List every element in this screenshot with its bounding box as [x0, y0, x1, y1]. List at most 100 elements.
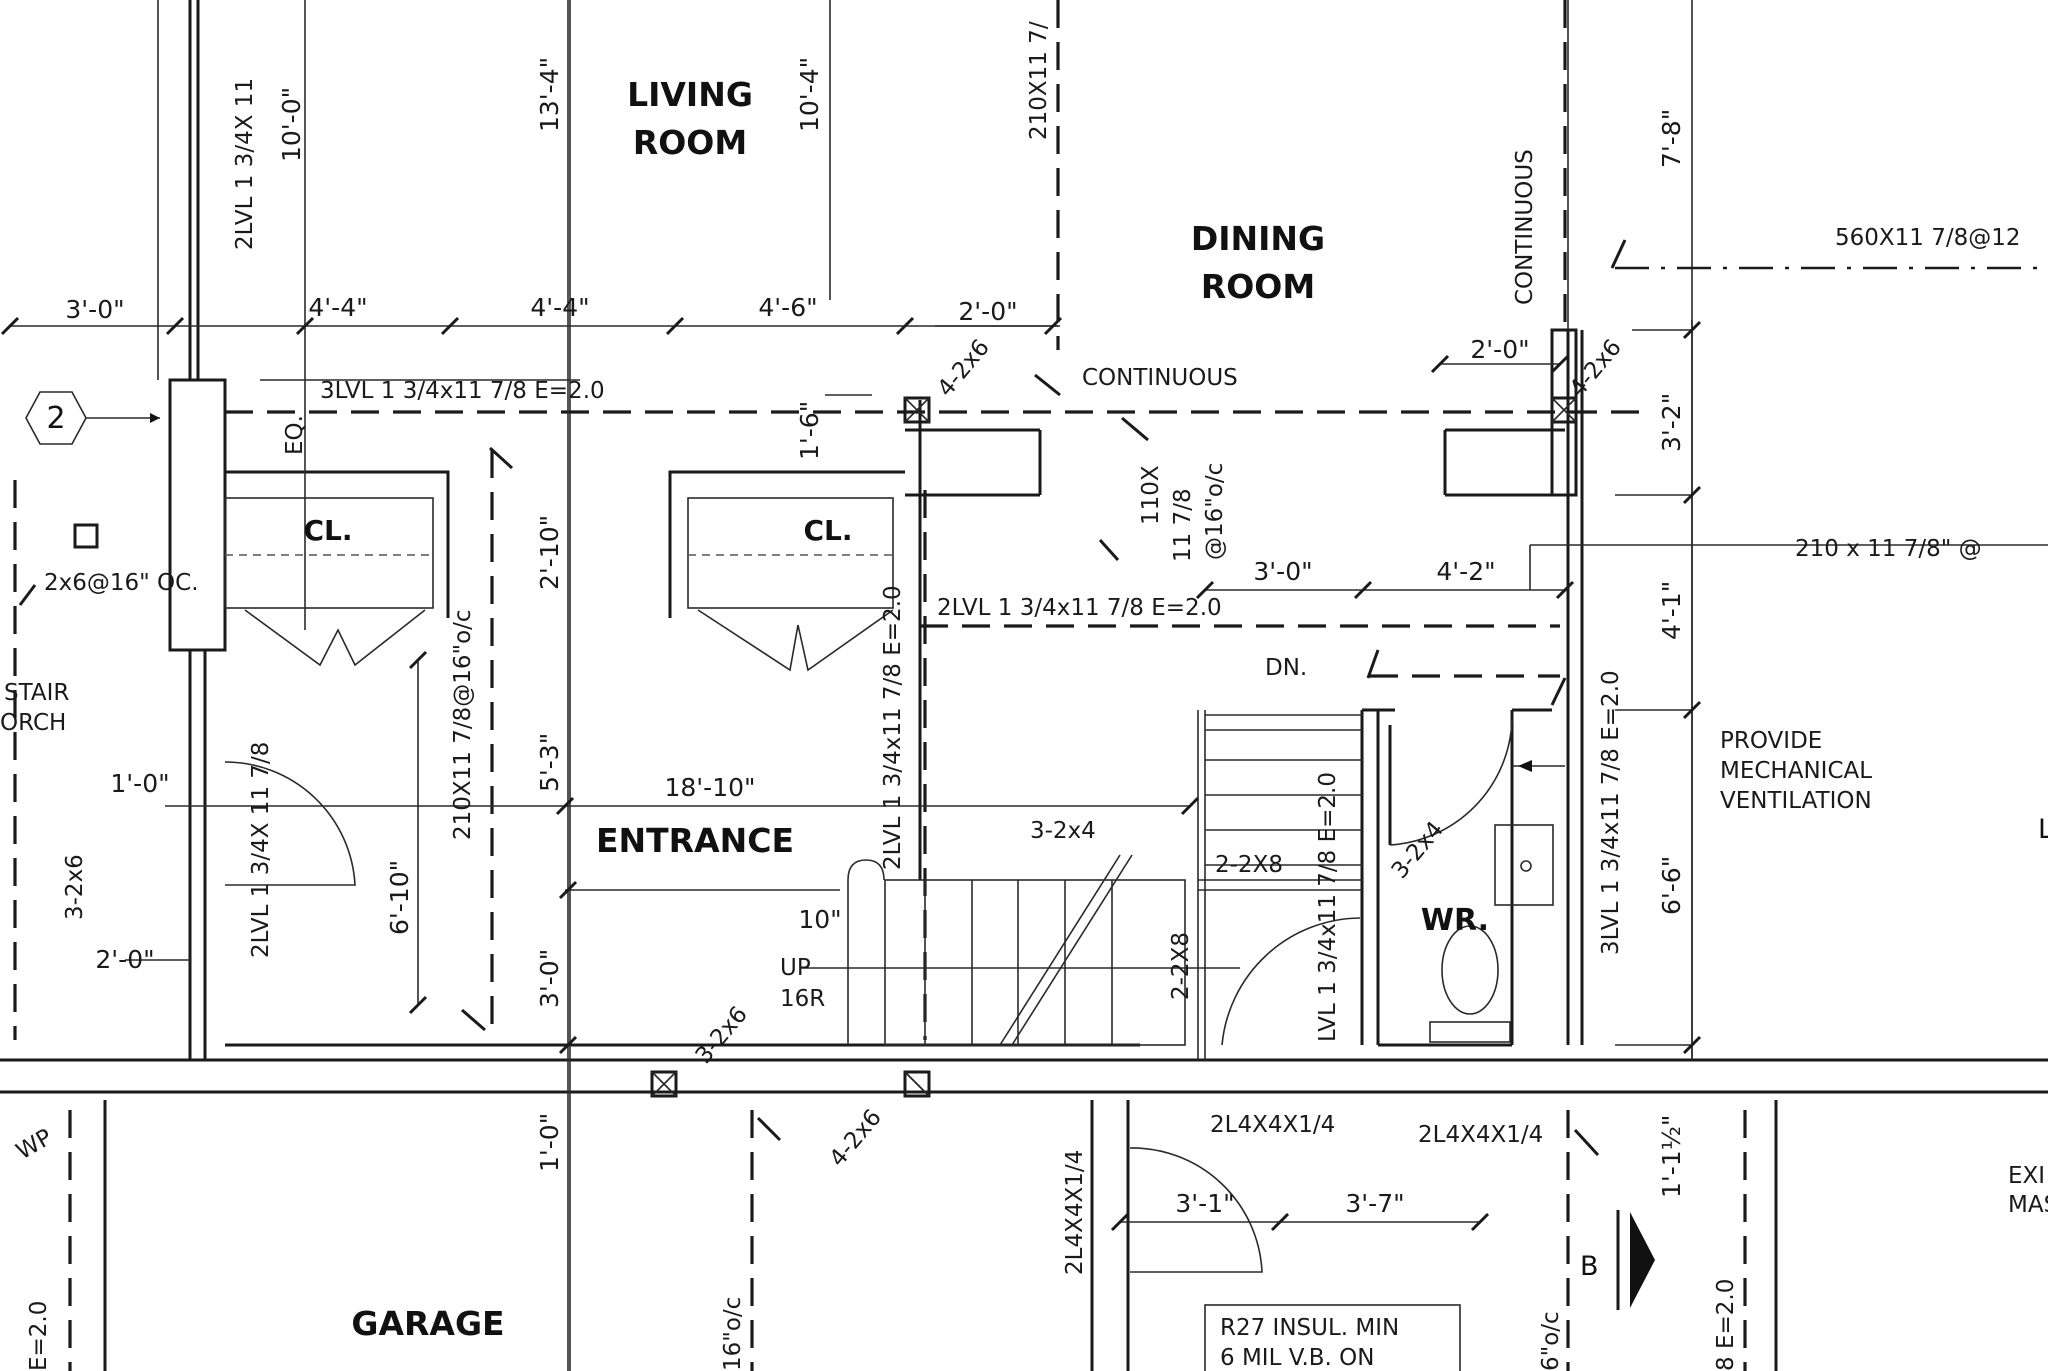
garage-label: GARAGE — [351, 1304, 504, 1343]
beam-110-label-3: @16"o/c — [1202, 463, 1228, 560]
dim-3-1: 3'-1" — [1175, 1189, 1234, 1218]
dim-1-0: 1'-0" — [110, 769, 169, 798]
dim-2-0-c: 2'-0" — [95, 945, 154, 974]
beam-2lvl-cl-v: 2LVL 1 3/4X 11 7/8 — [248, 742, 274, 958]
beam-210x11-v: 210X11 7/8@16"o/c — [450, 609, 476, 840]
porch-note: ORCH — [0, 710, 66, 736]
dim-10-4: 10'-4" — [795, 57, 824, 132]
dim-13-4: 13'-4" — [535, 57, 564, 132]
room-labels: LIVING ROOM DINING ROOM CL. CL. ENTRANCE… — [303, 75, 1489, 1343]
beam-210-label: 210 x 11 7/8" @ — [1795, 536, 1982, 562]
beam-labels: 3LVL 1 3/4x11 7/8 E=2.0 2LVL 1 3/4x11 7/… — [26, 21, 2021, 1371]
washroom-label: WR. — [1421, 903, 1489, 938]
provide-note-2: MECHANICAL — [1720, 758, 1872, 784]
living-room-label-1: LIVING — [627, 75, 753, 114]
insul-note-1: R27 INSUL. MIN — [1220, 1315, 1399, 1341]
sink — [1494, 824, 1554, 906]
exi-note-2: MAS — [2008, 1192, 2048, 1218]
beam-lvl-v: LVL 1 3/4x11 7/8 E=2.0 — [1315, 772, 1341, 1042]
beam-arrows — [18, 239, 1655, 1310]
up-note: UP — [780, 955, 811, 981]
dim-10-0: 10'-0" — [277, 87, 306, 162]
dimension-lines — [10, 0, 2048, 1371]
vertical-dimension-labels: 13'-4" 10'-4" 10'-0" 7'-8" 3'-2" 4'-1" 6… — [277, 57, 1686, 1198]
insul-note-2: 6 MIL V.B. ON — [1220, 1345, 1375, 1371]
dimension-labels: 3'-0" 4'-4" 4'-4" 4'-6" 2'-0" 2'-0" 3'-0… — [65, 293, 1529, 1218]
member-2-2x8-b: 2-2X8 — [1168, 932, 1194, 1000]
beam-2lvl-label: 2LVL 1 3/4x11 7/8 E=2.0 — [937, 595, 1222, 621]
entrance-label: ENTRANCE — [596, 821, 794, 860]
section-marker — [1512, 760, 1532, 772]
dim-2-0-b: 2'-0" — [1470, 335, 1529, 364]
dim-18-10: 18'-10" — [664, 773, 755, 802]
dim-3-7: 3'-7" — [1345, 1189, 1404, 1218]
member-2x6-16: 2x6@16" OC. — [44, 570, 199, 596]
dim-2-10: 2'-10" — [535, 515, 564, 590]
notes: DN. UP 16R PROVIDE MECHANICAL VENTILATIO… — [0, 401, 2048, 1371]
dim-1-6: 1'-6" — [795, 401, 824, 460]
section-mark-label: B — [1580, 1251, 1599, 1282]
beam-3lvl-right-v: 3LVL 1 3/4x11 7/8 E=2.0 — [1598, 670, 1624, 955]
living-room-label-2: ROOM — [633, 123, 747, 162]
dim-4-2: 4'-2" — [1436, 557, 1495, 586]
dim-3-0: 3'-0" — [65, 295, 124, 324]
door-swings — [224, 719, 1513, 1273]
beam-2lvl-e20-v: 2LVL 1 3/4x11 7/8 E=2.0 — [880, 585, 906, 870]
member-2l4-a: 2L4X4X1/4 — [1210, 1112, 1335, 1138]
beam-continuous-v: CONTINUOUS — [1512, 149, 1538, 305]
member-3-2x6-a: 3-2x6 — [62, 854, 88, 920]
dim-6-10: 6'-10" — [385, 860, 414, 935]
beam-3lvl-label: 3LVL 1 3/4x11 7/8 E=2.0 — [320, 378, 605, 404]
dim-2-0-a: 2'-0" — [958, 297, 1017, 326]
beam-2lvl-top-v: 2LVL 1 3/4X 11 — [232, 78, 258, 250]
beam-16oc-a: 16"o/c — [720, 1297, 746, 1371]
dim-10: 10" — [798, 905, 841, 934]
grid-tag-label: 2 — [46, 401, 65, 436]
provide-note-1: PROVIDE — [1720, 728, 1822, 754]
beam-16oc-b: 6"o/c — [1538, 1311, 1564, 1371]
dimension-ticks — [0, 316, 1702, 1232]
member-2l4-b: 2L4X4X1/4 — [1418, 1122, 1543, 1148]
closet-left — [224, 470, 450, 667]
posts — [73, 396, 1578, 1098]
dim-6-6: 6'-6" — [1657, 856, 1686, 915]
beam-560-label: 560X11 7/8@12 — [1835, 225, 2021, 251]
down-note: DN. — [1265, 655, 1307, 681]
dim-4-6: 4'-6" — [758, 293, 817, 322]
member-2-2x8-a: 2-2X8 — [1215, 852, 1283, 878]
beam-110-label-1: 110X — [1138, 465, 1164, 525]
closet-left-label: CL. — [303, 514, 352, 547]
risers-note: 16R — [780, 986, 825, 1012]
beam-210x11-top-v: 210X11 7/ — [1026, 21, 1052, 140]
beam-continuous-h: CONTINUOUS — [1082, 365, 1238, 391]
grid-tag — [25, 391, 160, 445]
dim-4-1: 4'-1" — [1657, 581, 1686, 640]
stairs — [800, 729, 1362, 1046]
edge-label: L — [2038, 814, 2048, 845]
beam-110-label-2: 11 7/8 — [1170, 488, 1196, 562]
beam-2l4-left-v: 2L4X4X1/4 — [1062, 1150, 1088, 1275]
dim-3-0-b: 3'-0" — [1253, 557, 1312, 586]
dim-1-0-v: 1'-0" — [535, 1113, 564, 1172]
exi-note-1: EXI — [2008, 1163, 2045, 1189]
toilet — [1429, 925, 1511, 1043]
dining-room-label-2: ROOM — [1201, 267, 1315, 306]
stair-note: STAIR — [4, 680, 69, 706]
dim-1-1-half: 1'-1½" — [1657, 1115, 1686, 1198]
eq-note: EQ. — [282, 415, 308, 455]
dim-7-8: 7'-8" — [1657, 109, 1686, 168]
dim-3-2: 3'-2" — [1657, 393, 1686, 452]
closet-right — [668, 470, 905, 672]
dim-5-3: 5'-3" — [535, 733, 564, 792]
member-3-2x4-a: 3-2x4 — [1030, 818, 1096, 844]
dim-4-4-a: 4'-4" — [308, 293, 367, 322]
closet-right-label: CL. — [803, 514, 852, 547]
beam-e20-lowleft: E=2.0 — [26, 1301, 52, 1371]
beam-e20-lowright: 8 E=2.0 — [1713, 1279, 1739, 1371]
provide-note-3: VENTILATION — [1720, 788, 1872, 814]
dim-4-4-b: 4'-4" — [530, 293, 589, 322]
beam-lines — [13, 0, 2048, 1371]
insulation-note-box — [1204, 1304, 1461, 1371]
